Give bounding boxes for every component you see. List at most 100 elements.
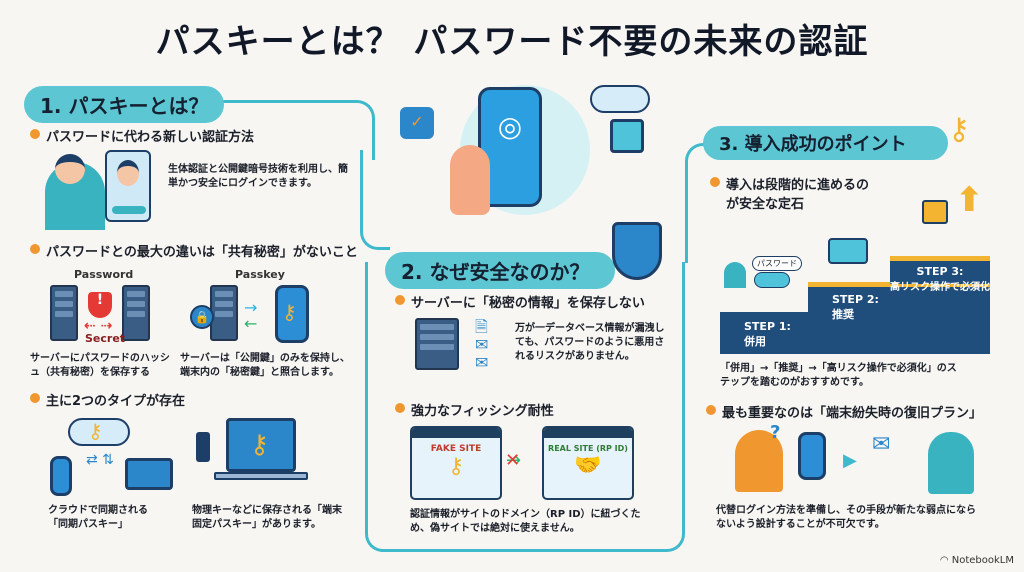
lock-icon <box>610 119 644 153</box>
connector-line <box>685 143 715 263</box>
section1-heading: 1. パスキーとは？ <box>24 86 225 123</box>
bullet-text: サーバーに「秘密の情報」を保存しない <box>411 296 645 311</box>
section1-desc1: 生体認証と公開鍵暗号技術を利用し、簡単かつ安全にログインできます。 <box>168 164 348 189</box>
section1-bullet2: パスワードとの最大の違いは「共有秘密」がないこと <box>30 241 358 260</box>
cloud-lock-icon <box>590 85 650 113</box>
section3-bullet1: 導入は段階的に進めるのが安全な定石 <box>710 174 870 212</box>
fake-site-label: FAKE SITE <box>430 444 482 454</box>
key-icon: ⚷ <box>447 454 465 479</box>
security-key-icon <box>196 432 210 462</box>
desc-synced: クラウドで同期される「同期パスキー」 <box>48 505 148 530</box>
bullet-text: 導入は段階的に進めるのが安全な定石 <box>726 178 870 212</box>
question-icon: ? <box>770 422 781 443</box>
hero-illustration: ✓ ◎ <box>400 85 660 235</box>
desc-password: サーバーにパスワードのハッシュ（共有秘密）を保存する <box>30 353 170 378</box>
bullet-dot <box>395 295 405 305</box>
server-icon <box>50 285 78 341</box>
step-label: STEP 1: <box>744 320 791 333</box>
section1-bullet3: 主に2つのタイプが存在 <box>30 390 185 409</box>
phone-icon <box>275 285 309 343</box>
shield-check-icon: ✓ <box>400 107 434 139</box>
lock-icon <box>922 200 948 224</box>
key-icon: ⚷ <box>948 112 970 147</box>
phone-icon <box>50 456 72 496</box>
page-title: パスキーとは？ パスワード不要の未来の認証 <box>155 22 869 62</box>
secret-label: Secret <box>85 332 126 345</box>
key-icon: ⚷ <box>88 419 103 443</box>
shield-icon <box>612 222 662 280</box>
laptop-icon <box>125 458 173 490</box>
step-label: STEP 2: <box>832 293 879 306</box>
face-auth-illustration <box>45 150 155 230</box>
key-bubble-icon <box>828 238 868 264</box>
passkey-label: Passkey <box>235 268 285 281</box>
blocked-arrow-icon: →✕ <box>505 450 522 471</box>
key-bubble-icon <box>754 272 790 288</box>
step-name: 併用 <box>744 335 766 348</box>
bullet-dot <box>395 403 405 413</box>
real-site-label: REAL SITE (RP ID) <box>548 444 628 453</box>
password-bubble: パスワード <box>752 256 802 271</box>
section2-bullet2: 強力なフィッシング耐性 <box>395 400 554 419</box>
lock-icon: 🔒 <box>190 305 214 329</box>
key-icon: ⚷ <box>250 430 270 460</box>
server-icon <box>122 285 150 341</box>
real-site-window: REAL SITE (RP ID) 🤝 <box>542 426 634 500</box>
sync-arrows-icon: ⇄ ⇅ <box>86 452 114 468</box>
handshake-icon: 🤝 <box>574 453 602 478</box>
laptop-icon <box>226 418 296 472</box>
section1-bullet1: パスワードに代わる新しい認証方法 <box>30 126 254 145</box>
bullet-dot <box>30 244 40 254</box>
bullet-text: 強力なフィッシング耐性 <box>411 404 554 419</box>
step-label: STEP 3: <box>916 265 964 278</box>
bullet-dot <box>710 177 720 187</box>
brand-name: NotebookLM <box>951 555 1014 566</box>
shield-warning-icon: ! <box>88 292 112 318</box>
up-arrow-icon: ⬆ <box>955 180 984 220</box>
brand-footer: ◠ NotebookLM <box>940 555 1014 566</box>
cloud-icon <box>68 418 130 446</box>
key-icon: ⚷ <box>282 300 297 324</box>
laptop-base <box>214 472 308 480</box>
next-arrow-icon: ▶ <box>843 450 857 471</box>
recovered-user-illustration <box>928 432 974 494</box>
section2-heading: 2. なぜ安全なのか？ <box>385 252 615 289</box>
section3-desc1: 「併用」→「推奨」→「高リスク操作で必須化」のステップを踏むのがおすすめです。 <box>720 363 957 388</box>
section2-desc1: 万が一データベース情報が漏洩しても、パスワードのように悪用されるリスクがありませ… <box>515 323 665 362</box>
desc-bound: 物理キーなどに保存される「端末固定パスキー」があります。 <box>192 505 342 530</box>
section2-bullet1: サーバーに「秘密の情報」を保存しない <box>395 292 645 311</box>
step-3: STEP 3: 高リスク操作で必須化 <box>890 256 990 293</box>
step-name: 高リスク操作で必須化 <box>890 282 990 293</box>
server-stack-icon <box>415 318 459 370</box>
section2-desc2: 認証情報がサイトのドメイン（RP ID）に紐づくため、偽サイトでは絶対に使えませ… <box>410 509 641 534</box>
section3-bullet2: 最も重要なのは「端末紛失時の復旧プラン」 <box>706 402 982 421</box>
bullet-text: パスワードに代わる新しい認証方法 <box>46 130 255 145</box>
bullet-text: 最も重要なのは「端末紛失時の復旧プラン」 <box>722 406 983 421</box>
bullet-text: パスワードとの最大の違いは「共有秘密」がないこと <box>46 245 358 260</box>
user-icon <box>724 262 746 288</box>
step-2: STEP 2: 推奨 <box>808 282 990 321</box>
bullet-dot <box>30 129 40 139</box>
desc-passkey: サーバーは「公開鍵」のみを保持し、端末内の「秘密鍵」と照合します。 <box>180 353 350 378</box>
server-icon <box>210 285 238 341</box>
section2-frame <box>365 262 685 552</box>
leak-docs-icon: 🗎✉✉ <box>475 317 489 372</box>
mail-icon: ✉ <box>872 432 891 457</box>
step-name: 推奨 <box>832 308 854 321</box>
connector-line <box>205 100 375 160</box>
notebooklm-logo-icon: ◠ <box>939 555 952 566</box>
bullet-text: 主に2つのタイプが存在 <box>46 394 186 409</box>
exchange-arrows-icon: →← <box>244 298 258 333</box>
connector-line <box>360 150 390 250</box>
bullet-dot <box>706 405 716 415</box>
section3-heading: 3. 導入成功のポイント <box>703 126 948 160</box>
arrows-icon: ⇠ ⇢ <box>84 318 113 334</box>
hand <box>450 145 490 215</box>
fake-site-window: FAKE SITE ⚷ <box>410 426 502 500</box>
broken-phone-icon <box>798 432 826 480</box>
confused-user-illustration <box>735 430 783 492</box>
password-label: Password <box>74 268 134 281</box>
bullet-dot <box>30 393 40 403</box>
step-1: STEP 1: 併用 <box>720 312 990 354</box>
section3-desc2: 代替ログイン方法を準備し、その手段が新たな弱点にならないよう設計することが不可欠… <box>716 505 976 530</box>
